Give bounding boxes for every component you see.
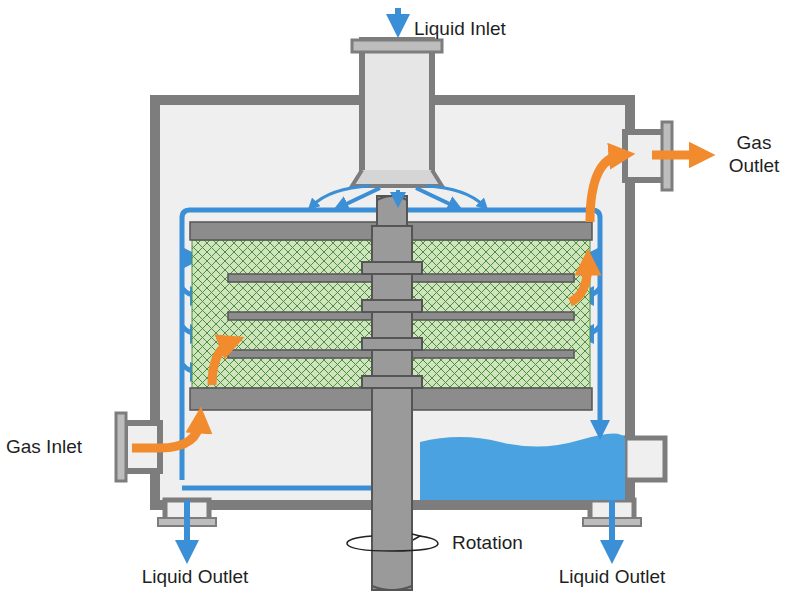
liquid-pool <box>420 433 625 500</box>
label: Liquid Outlet <box>542 566 682 589</box>
shaft <box>362 196 422 590</box>
liquid-arrows <box>187 8 612 552</box>
label: Liquid Outlet <box>125 566 265 589</box>
label: Gas Inlet <box>6 436 116 459</box>
label: Gas Outlet <box>716 132 792 178</box>
label: Rotation <box>452 532 562 555</box>
label: Liquid Inlet <box>414 18 554 41</box>
rotation-arrow <box>347 534 438 551</box>
gas-arrows <box>132 155 702 448</box>
